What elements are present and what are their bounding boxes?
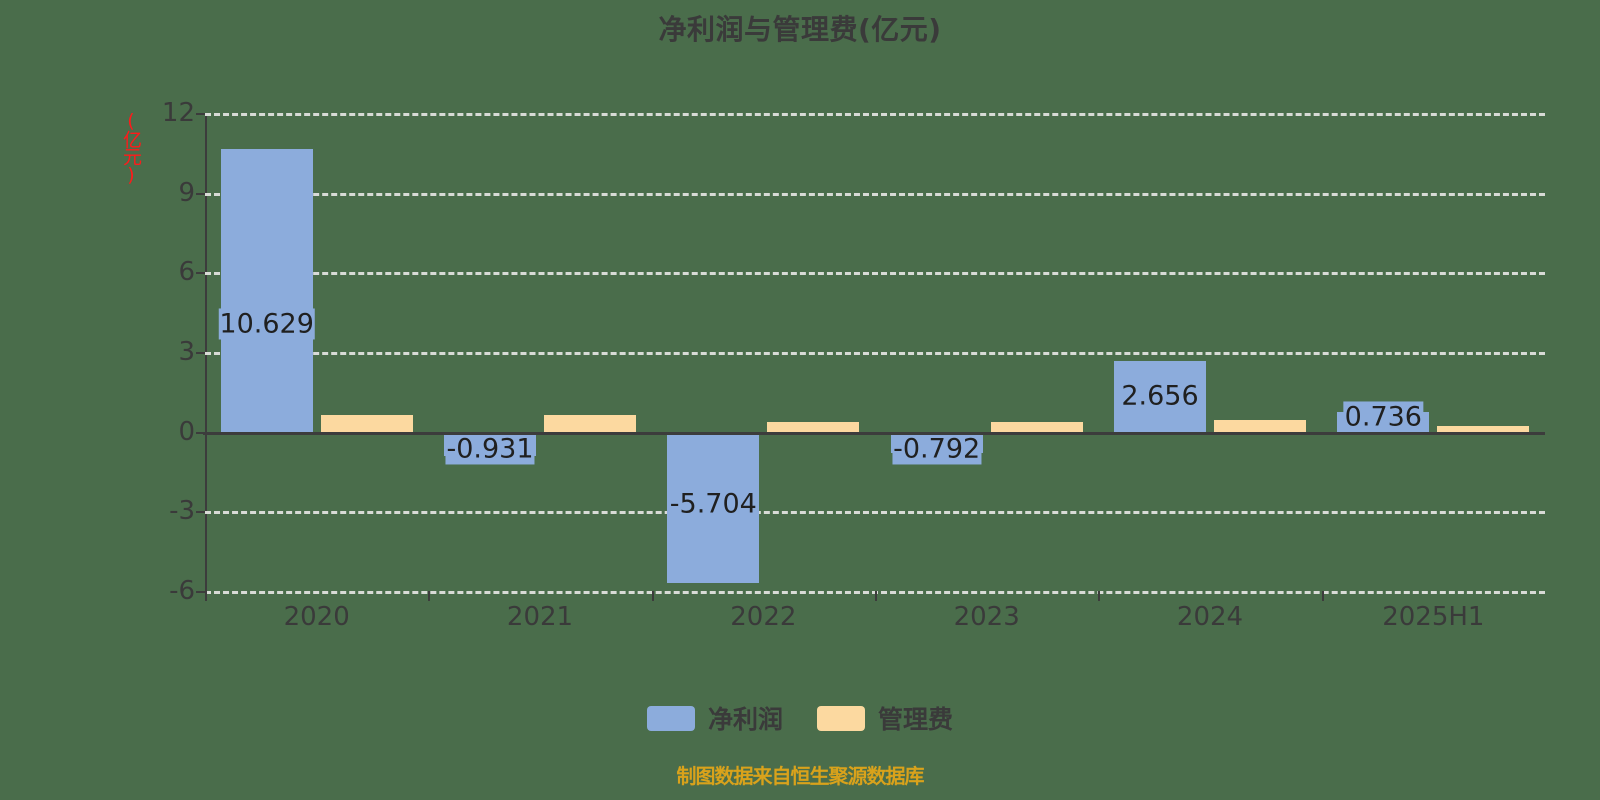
bar-admin-fee-2023[interactable]: [990, 421, 1083, 432]
y-axis-tick: [196, 113, 205, 115]
y-axis-label: 12: [161, 98, 195, 128]
gridline: [205, 113, 1545, 116]
legend-label: 净利润: [707, 705, 783, 734]
footer-watermark: 制图数据来自恒生聚源数据库: [676, 764, 925, 788]
x-axis-tick: [428, 591, 431, 601]
legend-item-管理费[interactable]: 管理费: [817, 700, 953, 736]
legend-swatch: [646, 705, 695, 731]
x-axis-label-2020: 2020: [283, 602, 350, 632]
y-axis-label: -3: [169, 496, 195, 527]
y-axis-label: 6: [178, 257, 195, 288]
y-axis-tick: [196, 192, 205, 195]
bar-value-label: -5.704: [668, 488, 758, 520]
gridline: [205, 272, 1545, 276]
bar-admin-fee-2024[interactable]: [1214, 419, 1306, 432]
gridline: [205, 192, 1545, 196]
y-axis-label: 9: [178, 177, 195, 208]
y-axis-title: (亿元): [120, 110, 142, 184]
legend-swatch: [817, 705, 865, 731]
y-axis-label: 0: [178, 416, 195, 447]
x-axis-tick: [1321, 591, 1324, 601]
legend-label: 管理费: [878, 705, 954, 734]
gridline: [205, 352, 1545, 355]
y-axis-tick: [196, 352, 205, 354]
bar-value-label: 0.736: [1343, 401, 1423, 433]
y-axis-label: -6: [169, 576, 195, 606]
bar-admin-fee-2021[interactable]: [544, 415, 636, 432]
x-axis-label-2024: 2024: [1176, 602, 1244, 632]
x-axis-label-2022: 2022: [730, 602, 797, 632]
gridline: [205, 511, 1545, 515]
y-axis-tick: [196, 511, 205, 514]
x-axis-tick: [651, 591, 654, 601]
bar-admin-fee-2020[interactable]: [320, 415, 413, 432]
bar-value-label: -0.931: [445, 433, 535, 465]
plot-area: 10.629 -0.931 -5.704 -0.792 2.656 0.736: [196, 113, 1545, 594]
y-axis-tick: [196, 431, 205, 434]
x-axis-tick: [205, 591, 207, 601]
bar-admin-fee-2025H1[interactable]: [1437, 425, 1530, 432]
bar-value-label: 2.656: [1120, 380, 1200, 412]
chart-legend: 净利润 管理费: [0, 700, 1600, 736]
zero-line: [203, 431, 1545, 435]
x-axis-tick: [875, 591, 877, 601]
bar-value-label: -0.792: [892, 433, 982, 465]
x-axis-label-2023: 2023: [953, 602, 1020, 632]
y-axis-tick: [196, 272, 205, 275]
x-axis-label-2021: 2021: [506, 602, 574, 632]
bar-net-profit-2020[interactable]: [220, 149, 313, 432]
legend-item-净利润[interactable]: 净利润: [646, 700, 783, 736]
y-axis-tick: [196, 591, 205, 593]
bar-value-label: 10.629: [218, 308, 315, 340]
x-axis-tick: [1098, 591, 1101, 601]
y-axis-label: 3: [178, 337, 195, 367]
bar-admin-fee-2022[interactable]: [767, 422, 860, 432]
x-axis-label-2025H1: 2025H1: [1382, 602, 1485, 632]
chart-title: 净利润与管理费(亿元): [658, 13, 942, 46]
